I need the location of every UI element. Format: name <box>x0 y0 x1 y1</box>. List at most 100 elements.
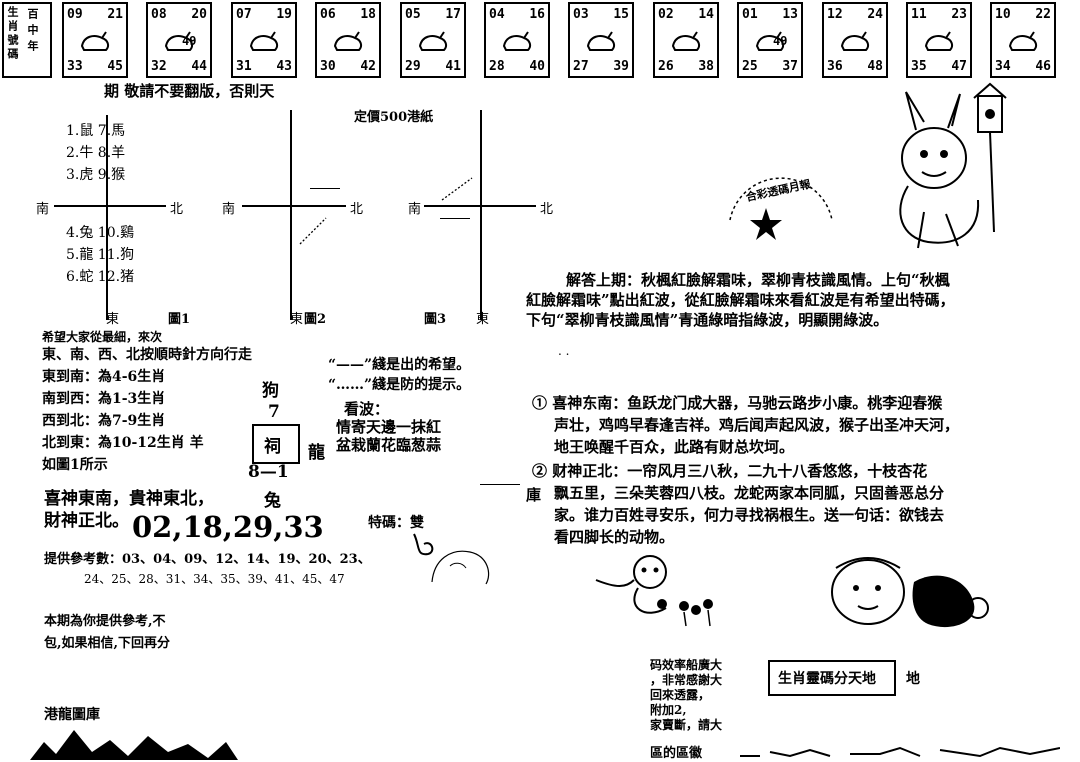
ad-line: 回來透露， <box>650 688 711 702</box>
brand-name: 港龍圖庫 <box>44 707 100 723</box>
fig3-north-label: 北 <box>540 202 554 217</box>
legend-solid: “——”綫是出的希望。 <box>328 357 471 373</box>
zodiac-animal-icon <box>164 31 194 51</box>
cartoon-bee-icon <box>595 555 713 627</box>
zodiac-animal-icon <box>586 31 616 51</box>
answer-block: 解答上期：秋楓紅臉解霜味，翠柳青枝識風情。上句“秋楓 紅臉解霜味”點出紅波，從紅… <box>526 270 1066 330</box>
zodiac-animal-icon <box>671 31 701 51</box>
mountain-decoration <box>30 730 238 760</box>
item-line: 地王唤醒千百众，此路有财总坎坷。 <box>554 438 795 456</box>
dog-char: 狗 <box>262 381 279 401</box>
dots: . . <box>558 344 570 358</box>
zodiac-cell-number: 41 <box>445 59 461 74</box>
zodiac-cell-number: 16 <box>529 7 545 22</box>
zodiac-cell-number: 07 <box>236 7 252 22</box>
fig2-north-label: 北 <box>350 202 364 217</box>
fig1-south-label: 南 <box>36 202 50 217</box>
zodiac-cell-number: 09 <box>67 7 83 22</box>
zodiac-cell-number: 32 <box>151 59 167 74</box>
hand-sketch-icon <box>413 533 490 585</box>
zodiac-list-row: 3.虎 9.猴 <box>66 167 126 183</box>
fig1-east-label: 東 <box>106 312 120 327</box>
rabbit-char: 兔 <box>264 491 281 511</box>
cartoon-figure-icon <box>899 82 1007 249</box>
zodiac-cell-number: 23 <box>951 7 967 22</box>
rules-line: 如圖1所示 <box>42 457 108 473</box>
zodiac-cell-number: 20 <box>191 7 207 22</box>
zodiac-cell-number: 06 <box>320 7 336 22</box>
fig3-south-label: 南 <box>408 202 422 217</box>
zodiac-cell-number: 30 <box>320 59 336 74</box>
fig2-solid-line <box>310 188 340 189</box>
zodiac-cell-number: 27 <box>573 59 589 74</box>
fig2-east-label: 東 <box>290 312 304 327</box>
zodiac-animal-icon <box>333 31 363 51</box>
zodiac-animal-icon <box>80 31 110 51</box>
lead-char: 碼 <box>6 48 19 59</box>
zodiac-cell-number: 15 <box>613 7 629 22</box>
fig2-south-label: 南 <box>222 202 236 217</box>
fig3-caption: 圖3 <box>424 312 447 327</box>
zodiac-cell-number: 45 <box>107 59 123 74</box>
zodiac-cell-number: 13 <box>782 7 798 22</box>
big-numbers: 02,18,29,33 <box>132 510 324 544</box>
fig1-caption: 圖1 <box>168 312 191 327</box>
zodiac-animal-icon <box>755 31 785 51</box>
kanbo-label: 看波： <box>344 400 390 418</box>
lead-char: 號 <box>6 34 19 45</box>
zodiac-animal-icon <box>924 31 954 51</box>
zodiac-cell-number: 21 <box>107 7 123 22</box>
poem-line: 盆栽蘭花臨葱蒜 <box>336 436 442 454</box>
seven-number: 7 <box>268 402 280 422</box>
zodiac-cell-number: 22 <box>1035 7 1051 22</box>
zodiac-list-row: 5.龍 11.狗 <box>66 247 135 263</box>
zodiac-cell-number: 37 <box>782 59 798 74</box>
fig2-caption: 圖2 <box>304 312 327 327</box>
strip-lead-box: 生 肖 號 碼 百 中 年 <box>2 2 52 78</box>
fig3-dotted-line <box>441 177 473 201</box>
lead-char: 年 <box>26 40 39 51</box>
zodiac-animal-icon <box>1008 31 1038 51</box>
item1-block: ① 喜神东南：鱼跃龙门成大器，马驰云路步小康。桃李迎春猴 声壮，鸡鸣早春逢吉祥。… <box>532 392 959 458</box>
fig1-north-label: 北 <box>170 202 184 217</box>
eight-one: 8—1 <box>248 462 289 482</box>
zodiac-cell-number: 47 <box>951 59 967 74</box>
ad-line: 附加2, <box>650 703 687 717</box>
zodiac-animal-icon <box>249 31 279 51</box>
zodiac-cell-number: 42 <box>360 59 376 74</box>
zodiac-cell-number: 28 <box>489 59 505 74</box>
ad-line: 码效率船廣大 <box>650 658 723 672</box>
zodiac-cell-number: 43 <box>276 59 292 74</box>
fig3-solid-line <box>440 218 470 219</box>
zodiac-cell-number: 02 <box>658 7 674 22</box>
item-line: ② 财神正北：一帘风月三八秋，二九十八香悠悠，十枝杏花 <box>532 462 928 480</box>
item-line: 飘五里，三朵芙蓉四八枝。龙蛇两家本同胍，只固善恶总分 <box>554 484 945 502</box>
footer-line: 本期為你提供參考,不 <box>44 614 166 629</box>
di-char: 地 <box>906 671 920 687</box>
zodiac-cell-number: 38 <box>698 59 714 74</box>
cartoon-child-icon <box>831 557 989 628</box>
fig1-horizontal-axis <box>54 205 166 207</box>
fig2-horizontal-axis <box>242 205 346 207</box>
fig3-vertical-axis <box>480 110 482 320</box>
wealth-line: 財神正北。 <box>44 511 129 531</box>
zodiac-cell-number: 36 <box>827 59 843 74</box>
zodiac-list-bottom: 4.兔 10.鷄 5.龍 11.狗 6.蛇 12.猪 <box>66 222 134 288</box>
rules-line: 東到南：為4-6生肖 <box>42 369 166 385</box>
rules-line: 東、南、西、北按順時針方向行走 <box>42 347 252 363</box>
zodiac-cell-number: 05 <box>405 7 421 22</box>
zodiac-cell-number: 26 <box>658 59 674 74</box>
zodiac-cell-number: 17 <box>445 7 461 22</box>
rules-line: 北到東：為10-12生肖 羊 <box>42 435 204 451</box>
item-line: 看四脚长的动物。 <box>554 528 675 546</box>
price-label: 定價500港紙 <box>354 110 434 125</box>
poem-line: 情寄天邊一抹紅 <box>336 418 442 436</box>
